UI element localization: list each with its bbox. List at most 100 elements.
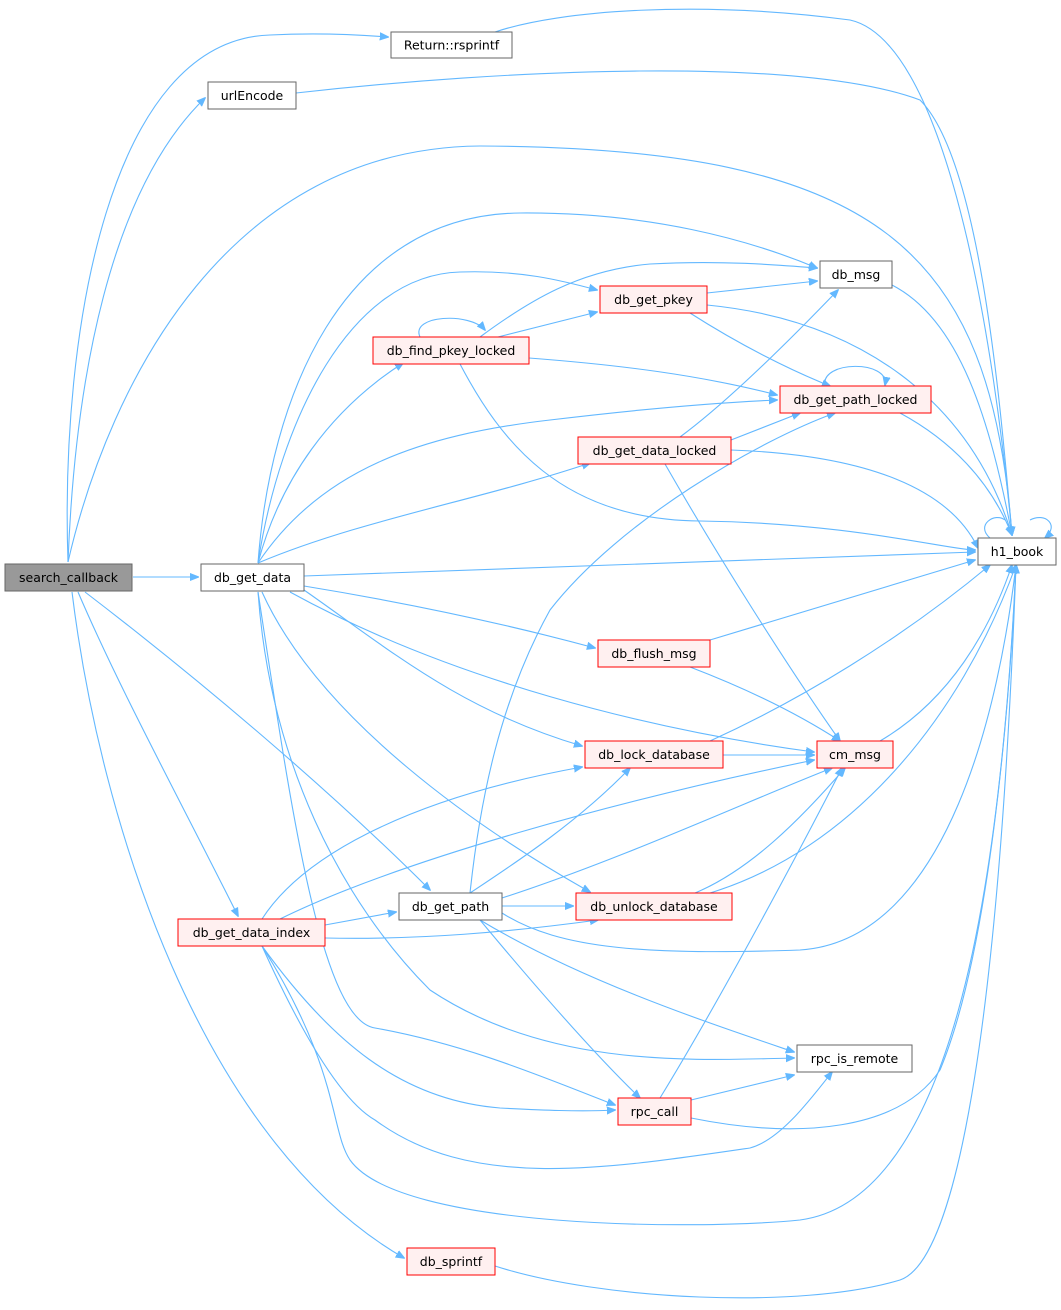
edge-db_get_data_index-to-db_lock_database: [261, 767, 582, 920]
edge-db_get_path-to-db_get_path_locked: [469, 413, 835, 894]
node-label-db_get_path_locked: db_get_path_locked: [794, 392, 918, 407]
node-box-db_get_pkey: [599, 285, 708, 314]
node-box-rpc_is_remote: [796, 1044, 913, 1073]
edge-db_get_data_index-to-db_unlock_database: [324, 920, 598, 939]
node-label-rpc_call: rpc_call: [631, 1104, 679, 1119]
node-label-db_flush_msg: db_flush_msg: [611, 646, 696, 661]
edge-db_get_pkey-to-db_get_path_locked: [689, 312, 830, 386]
edge-urlEncode-to-h1_book: [295, 70, 1012, 535]
edge-db_get_data-to-db_unlock_database: [261, 591, 590, 892]
node-box-db_get_data: [200, 563, 305, 592]
node-box-db_sprintf: [406, 1247, 496, 1276]
edge-db_flush_msg-to-cm_msg: [689, 666, 840, 741]
edge-search_callback-to-return_rsprintf: [66, 34, 388, 563]
edge-db_get_data-to-rpc_is_remote: [257, 591, 794, 1059]
node-search_callback[interactable]: search_callback: [4, 563, 133, 592]
node-box-search_callback: [4, 563, 133, 592]
edge-db_get_path-to-db_lock_database: [469, 768, 630, 894]
node-label-h1_book: h1_book: [991, 544, 1044, 559]
node-db_get_path[interactable]: db_get_path: [398, 892, 503, 921]
node-box-db_flush_msg: [597, 639, 711, 668]
node-db_get_pkey[interactable]: db_get_pkey: [599, 285, 708, 314]
node-db_lock_database[interactable]: db_lock_database: [584, 740, 724, 769]
node-label-urlEncode: urlEncode: [221, 88, 284, 103]
node-box-h1_book: [977, 537, 1057, 566]
node-label-db_get_data: db_get_data: [214, 570, 291, 585]
edge-db_get_data-to-db_find_pkey_locked: [257, 363, 403, 564]
node-label-cm_msg: cm_msg: [829, 747, 881, 762]
edge-search_callback-to-urlEncode: [67, 98, 205, 563]
edge-db_get_data_index-to-rpc_call: [261, 945, 615, 1111]
node-db_flush_msg[interactable]: db_flush_msg: [597, 639, 711, 668]
edge-db_sprintf-to-h1_book: [494, 565, 1016, 1299]
edge-db_find_pkey_locked-to-db_get_path_locked: [528, 357, 777, 395]
node-urlEncode[interactable]: urlEncode: [207, 81, 297, 110]
node-db_get_data[interactable]: db_get_data: [200, 563, 305, 592]
edge-db_get_data_index-to-cm_msg: [279, 760, 814, 920]
edge-db_find_pkey_locked-to-db_msg: [479, 261, 817, 338]
edge-db_get_data_locked-to-cm_msg: [664, 463, 840, 741]
node-box-db_find_pkey_locked: [372, 336, 530, 365]
node-db_msg[interactable]: db_msg: [819, 260, 893, 289]
edge-cm_msg-to-h1_book: [879, 565, 1012, 742]
edge-search_callback-to-db_get_path: [84, 591, 430, 890]
edge-db_get_data-to-rpc_call: [257, 591, 615, 1105]
node-label-db_get_path: db_get_path: [412, 899, 489, 914]
edge-db_get_data_index-to-db_get_path: [324, 912, 396, 926]
node-return_rsprintf[interactable]: Return::rsprintf: [390, 31, 513, 59]
node-db_unlock_database[interactable]: db_unlock_database: [575, 892, 733, 921]
edge-db_get_data_locked-to-db_msg: [679, 290, 838, 438]
node-box-db_unlock_database: [575, 892, 733, 921]
node-rpc_is_remote[interactable]: rpc_is_remote: [796, 1044, 913, 1073]
node-label-db_lock_database: db_lock_database: [598, 747, 710, 762]
edge-db_lock_database-to-h1_book: [709, 565, 990, 742]
node-rpc_call[interactable]: rpc_call: [617, 1097, 692, 1126]
node-db_find_pkey_locked[interactable]: db_find_pkey_locked: [372, 336, 530, 365]
node-box-db_get_path: [398, 892, 503, 921]
edge-db_get_data-to-db_get_data_locked: [257, 463, 590, 564]
edge-db_unlock_database-to-cm_msg: [694, 768, 845, 894]
node-box-cm_msg: [816, 740, 894, 769]
edge-db_get_path-to-rpc_call: [479, 919, 640, 1098]
node-label-db_get_pkey: db_get_pkey: [614, 292, 693, 307]
edge-db_get_pkey-to-h1_book: [706, 304, 1012, 535]
nodes-layer: search_callback Return::rsprintfurlEncode…: [4, 31, 1057, 1276]
node-db_sprintf[interactable]: db_sprintf: [406, 1247, 496, 1276]
node-label-search_callback: search_callback: [19, 570, 119, 585]
node-db_get_path_locked[interactable]: db_get_path_locked: [779, 385, 932, 414]
node-db_get_data_index[interactable]: db_get_data_index: [177, 918, 326, 947]
edge-db_get_data_index-to-rpc_is_remote: [261, 945, 832, 1170]
node-label-db_unlock_database: db_unlock_database: [590, 899, 718, 914]
edge-db_get_data_index-to-h1_book: [261, 565, 1016, 1226]
edge-db_get_data-to-h1_book: [303, 552, 975, 577]
node-h1_book[interactable]: h1_book: [977, 537, 1057, 566]
edge-db_find_pkey_locked-to-db_find_pkey_locked: [418, 317, 485, 338]
edge-search_callback-to-db_get_data_index: [77, 591, 238, 916]
edge-db_get_path_locked-to-db_get_path_locked: [824, 365, 886, 386]
edge-db_get_data-to-db_get_pkey: [257, 271, 597, 564]
edge-h1_book-to-h1_book: [984, 517, 1052, 538]
edge-search_callback-to-db_sprintf: [71, 591, 404, 1258]
node-db_get_data_locked[interactable]: db_get_data_locked: [577, 436, 732, 465]
edge-db_get_data-to-db_lock_database: [303, 589, 582, 746]
edge-db_get_path_locked-to-h1_book: [899, 412, 1012, 535]
edges-layer: [66, 8, 1052, 1299]
node-label-db_get_data_index: db_get_data_index: [193, 925, 311, 940]
node-box-rpc_call: [617, 1097, 692, 1126]
edge-rpc_call-to-h1_book: [690, 565, 1016, 1130]
node-cm_msg[interactable]: cm_msg: [816, 740, 894, 769]
node-box-urlEncode: [207, 81, 297, 110]
edge-db_get_pkey-to-db_msg: [706, 281, 817, 294]
edge-rpc_call-to-rpc_is_remote: [690, 1075, 794, 1101]
edge-return_rsprintf-to-h1_book: [494, 8, 1012, 535]
edge-db_get_path-to-h1_book: [501, 565, 1016, 953]
edge-db_find_pkey_locked-to-h1_book: [459, 363, 975, 550]
edge-db_get_path-to-rpc_is_remote: [479, 919, 794, 1052]
edge-db_find_pkey_locked-to-db_get_pkey: [497, 312, 597, 338]
node-box-return_rsprintf: [390, 31, 513, 59]
node-box-db_lock_database: [584, 740, 724, 769]
edge-db_get_data-to-cm_msg: [289, 591, 814, 752]
edge-db_get_data_locked-to-db_get_path_locked: [730, 413, 800, 441]
node-label-db_find_pkey_locked: db_find_pkey_locked: [387, 343, 516, 358]
